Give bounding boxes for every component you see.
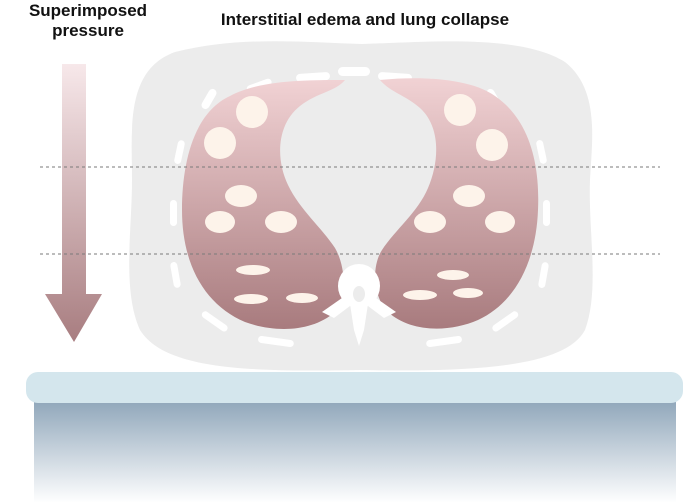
table-top <box>26 372 683 403</box>
rib <box>543 200 550 226</box>
diagram-title: Interstitial edema and lung collapse <box>220 10 510 29</box>
alveolus <box>453 185 485 207</box>
alveolus <box>444 94 476 126</box>
alveolus <box>403 290 437 300</box>
rib <box>492 311 519 332</box>
alveolus <box>204 127 236 159</box>
alveolus <box>453 288 483 298</box>
rib <box>201 88 217 110</box>
rib <box>536 140 547 164</box>
rib <box>170 262 181 288</box>
alveolus <box>225 185 257 207</box>
sternum <box>338 67 370 76</box>
rib <box>296 72 330 82</box>
alveolus <box>485 211 515 233</box>
alveolus <box>437 270 469 280</box>
rib <box>258 335 294 348</box>
alveolus <box>236 265 270 275</box>
pressure-label-line2: pressure <box>52 21 124 40</box>
alveolus <box>414 211 446 233</box>
alveolus <box>205 211 235 233</box>
alveolus <box>265 211 297 233</box>
rib <box>201 311 228 332</box>
rib <box>426 335 462 348</box>
rib <box>538 262 549 288</box>
rib <box>170 200 177 226</box>
alveolus <box>286 293 318 303</box>
alveoli <box>204 94 515 304</box>
alveolus <box>236 96 268 128</box>
alveolus <box>234 294 268 304</box>
table-base <box>34 400 676 503</box>
pressure-arrow <box>45 64 102 342</box>
vertebra <box>322 264 396 346</box>
rib <box>174 140 185 164</box>
superimposed-pressure-label: Superimposed pressure <box>0 1 176 41</box>
alveolus <box>476 129 508 161</box>
pressure-label-line1: Superimposed <box>28 1 148 20</box>
table <box>26 372 683 503</box>
